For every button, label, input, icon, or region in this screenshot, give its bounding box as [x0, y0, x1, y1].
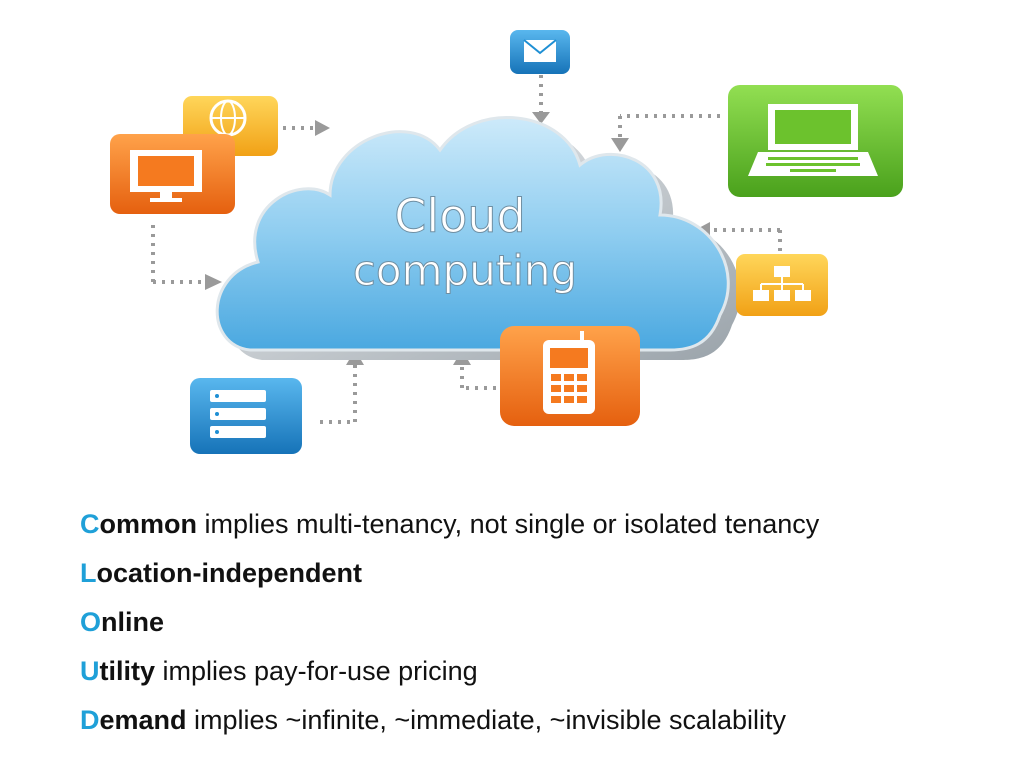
server-icon — [190, 378, 302, 454]
laptop-icon — [728, 85, 903, 197]
accent-letter: O — [80, 607, 102, 637]
term: emand — [99, 705, 187, 735]
accent-letter: C — [80, 509, 100, 539]
network-icon — [736, 254, 828, 316]
cloud-label-line1: Cloud — [394, 189, 525, 243]
mobile-phone-icon — [500, 326, 640, 426]
cloud-computing-diagram: Cloud computing — [110, 30, 903, 454]
cloud-shape — [215, 116, 741, 360]
cloud-label-line2: computing — [353, 246, 577, 295]
accent-letter: L — [80, 558, 97, 588]
list-item-demand: Demand implies ~infinite, ~immediate, ~i… — [80, 696, 819, 745]
email-icon — [510, 30, 570, 74]
accent-letter: D — [80, 705, 100, 735]
term: tility — [99, 656, 156, 686]
list-item-common: Common implies multi-tenancy, not single… — [80, 500, 819, 549]
acronym-list: Common implies multi-tenancy, not single… — [80, 500, 819, 745]
description: implies pay-for-use pricing — [155, 656, 478, 686]
list-item-location-independent: Location-independent — [80, 549, 819, 598]
accent-letter: U — [80, 656, 100, 686]
term: ocation-independent — [96, 558, 363, 588]
description: implies multi-tenancy, not single or iso… — [197, 509, 820, 539]
list-item-utility: Utility implies pay-for-use pricing — [80, 647, 819, 696]
connector-arrows — [151, 75, 782, 424]
term: nline — [101, 607, 165, 637]
list-item-online: Online — [80, 598, 819, 647]
description: implies ~infinite, ~immediate, ~invisibl… — [186, 705, 787, 735]
term: ommon — [99, 509, 198, 539]
monitor-icon — [110, 134, 235, 214]
